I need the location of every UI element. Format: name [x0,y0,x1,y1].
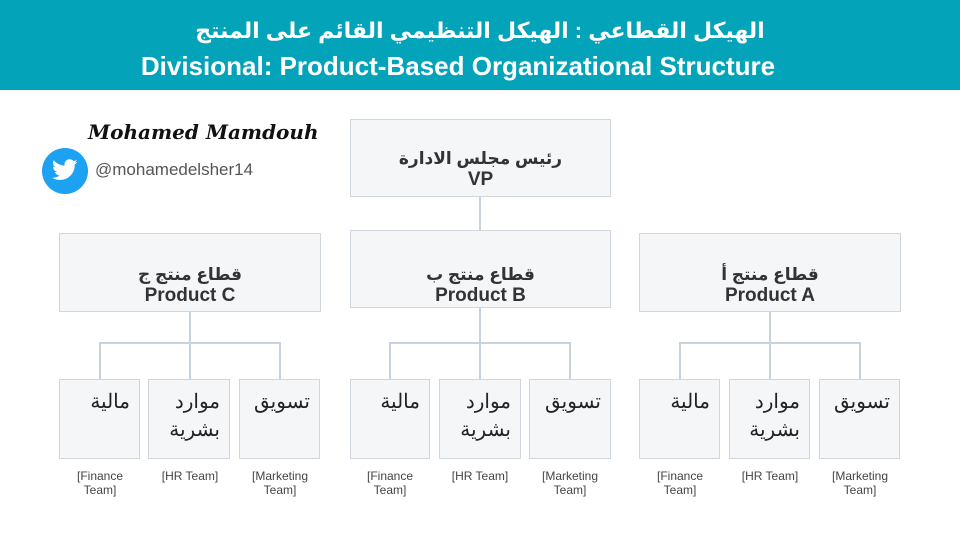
connector-product-c-hr [189,342,191,380]
product-b-node: قطاع منتج ب Product B [350,230,611,308]
title-banner: الهيكل القطاعي : الهيكل التنظيمي القائم … [0,0,960,90]
connector-product-c-finance [99,342,101,380]
product-c-marketing-caption: [Marketing Team] [251,469,309,497]
product-a-marketing-caption: [Marketing Team] [831,469,889,497]
product-c-hr-team: موارد بشرية [148,379,230,459]
product-b-finance-caption: [Finance Team] [366,469,414,497]
connector-product-c-marketing [279,342,281,380]
team-label: تسويق [834,391,890,413]
twitter-handle: @mohamedelsher14 [95,160,254,179]
team-label: تسويق [545,391,601,413]
team-label: موارد بشرية [169,391,220,441]
connector-product-b-marketing [569,342,571,380]
connector-vp-to-product-b [479,197,481,231]
vp-node-label-english: VP [467,169,494,190]
team-label: تسويق [254,391,310,413]
product-b-label-english: Product B [435,285,526,306]
connector-product-c-stem [189,312,191,343]
team-label: مالية [380,391,420,413]
product-a-marketing-team: تسويق [819,379,900,459]
product-c-marketing-team: تسويق [239,379,320,459]
product-b-finance-team: مالية [350,379,430,459]
title-english: Divisional: Product-Based Organizational… [140,51,776,81]
connector-product-b-stem [479,308,481,343]
vp-node-label-arabic: رئيس مجلس الادارة [398,149,563,168]
product-b-hr-caption: [HR Team] [451,469,509,483]
connector-product-a-hr [769,342,771,380]
product-c-node: قطاع منتج ج Product C [59,233,321,312]
title-arabic: الهيكل القطاعي : الهيكل التنظيمي القائم … [195,18,765,43]
vp-node: رئيس مجلس الادارة VP [350,119,611,197]
product-c-finance-caption: [Finance Team] [76,469,124,497]
product-b-marketing-team: تسويق [529,379,611,459]
product-c-hr-caption: [HR Team] [161,469,219,483]
twitter-bird-icon [42,148,88,194]
product-b-hr-team: موارد بشرية [439,379,521,459]
product-a-node: قطاع منتج أ Product A [639,233,901,312]
author-signature: Mohamed Mamdouh [88,120,319,144]
product-a-finance-team: مالية [639,379,720,459]
product-b-marketing-caption: [Marketing Team] [541,469,599,497]
product-a-finance-caption: [Finance Team] [656,469,704,497]
product-c-label-arabic: قطاع منتج ج [137,265,243,284]
connector-product-a-finance [679,342,681,380]
connector-product-b-finance [389,342,391,380]
team-label: مالية [670,391,710,413]
product-c-finance-team: مالية [59,379,140,459]
team-label: مالية [90,391,130,413]
team-label: موارد بشرية [460,391,511,441]
product-a-hr-caption: [HR Team] [741,469,799,483]
product-a-hr-team: موارد بشرية [729,379,810,459]
product-a-label-english: Product A [724,285,816,306]
connector-product-b-hr [479,342,481,380]
connector-product-a-marketing [859,342,861,380]
product-c-label-english: Product C [144,285,236,306]
product-a-label-arabic: قطاع منتج أ [721,265,819,284]
team-label: موارد بشرية [749,391,800,441]
product-b-label-arabic: قطاع منتج ب [426,265,535,284]
connector-product-a-stem [769,312,771,343]
